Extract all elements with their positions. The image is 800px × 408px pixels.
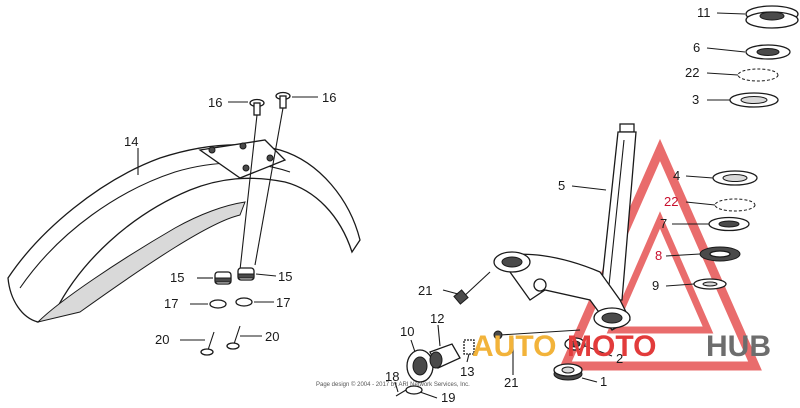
callout-2[interactable]: 2 xyxy=(616,351,623,366)
grommet-15-right xyxy=(237,267,255,281)
steering-stem xyxy=(599,123,637,301)
bolt-21-bottom xyxy=(493,329,581,340)
steel-balls-22-top xyxy=(737,68,779,82)
watermark-auto: AUTO xyxy=(472,330,556,363)
callout-4[interactable]: 4 xyxy=(673,168,680,183)
callout-20-left[interactable]: 20 xyxy=(155,332,169,347)
washer-19 xyxy=(405,385,423,395)
nut-2 xyxy=(564,337,586,351)
washer-17-right xyxy=(235,297,253,307)
callout-11[interactable]: 11 xyxy=(697,5,711,20)
dust-seal-8 xyxy=(699,246,741,262)
callout-22-top[interactable]: 22 xyxy=(685,65,699,80)
bolt-16-left xyxy=(239,98,265,271)
callout-12[interactable]: 12 xyxy=(430,311,444,326)
copyright-text: Page design © 2004 - 2017 by ARI Network… xyxy=(316,381,470,388)
callout-21-left[interactable]: 21 xyxy=(418,283,432,298)
fender-hole-2 xyxy=(239,142,247,150)
screw-18 xyxy=(395,389,407,397)
callout-16-left[interactable]: 16 xyxy=(208,95,222,110)
callout-9[interactable]: 9 xyxy=(652,278,659,293)
steel-balls-22-lower xyxy=(714,198,756,212)
fender-hole-4 xyxy=(242,164,250,172)
watermark-text: AUTO MOTO HUB xyxy=(472,330,771,363)
cap-12 xyxy=(429,343,461,369)
ball-race-3 xyxy=(729,92,779,108)
callout-19[interactable]: 19 xyxy=(441,390,455,405)
callout-8[interactable]: 8 xyxy=(655,248,662,263)
watermark-inner-triangle xyxy=(606,211,714,334)
watermark-hub: HUB xyxy=(706,330,771,363)
callout-10[interactable]: 10 xyxy=(400,324,414,339)
bolt-20-left xyxy=(200,331,215,356)
guide-10 xyxy=(406,349,434,383)
bolt-16-right xyxy=(254,91,291,266)
stem-nut-11 xyxy=(745,5,799,29)
bearing-cone-6 xyxy=(745,44,791,60)
callout-5[interactable]: 5 xyxy=(558,178,565,193)
bolt-20-right xyxy=(226,325,241,350)
callouts: 11 6 22 3 4 5 22 7 8 9 14 16 16 15 15 17… xyxy=(124,5,711,405)
ball-race-4 xyxy=(712,170,758,186)
fender-hole-3 xyxy=(266,154,274,162)
callout-6[interactable]: 6 xyxy=(693,40,700,55)
callout-13[interactable]: 13 xyxy=(460,364,474,379)
fender-body xyxy=(7,144,361,323)
callout-20-right[interactable]: 20 xyxy=(265,329,279,344)
leader-lines xyxy=(137,12,746,399)
callout-3[interactable]: 3 xyxy=(692,92,699,107)
watermark-moto: MOTO xyxy=(567,330,656,363)
washer-9 xyxy=(693,278,727,290)
callout-14[interactable]: 14 xyxy=(124,134,138,149)
front-fender xyxy=(7,139,361,323)
callout-17-right[interactable]: 17 xyxy=(276,295,290,310)
callout-21-bottom[interactable]: 21 xyxy=(504,375,518,390)
callout-22-lower[interactable]: 22 xyxy=(664,194,678,209)
callout-7[interactable]: 7 xyxy=(660,216,667,231)
bearing-cone-7 xyxy=(708,216,750,232)
callout-18[interactable]: 18 xyxy=(385,369,399,384)
callout-16-right[interactable]: 16 xyxy=(322,90,336,105)
washer-17-left xyxy=(209,299,227,309)
fender-shadow xyxy=(36,201,246,323)
callout-1[interactable]: 1 xyxy=(600,374,607,389)
collar-1 xyxy=(553,363,583,381)
fender-hole-1 xyxy=(208,146,216,154)
bottom-bridge xyxy=(493,251,631,331)
callout-17-left[interactable]: 17 xyxy=(164,296,178,311)
grommet-15-left xyxy=(214,271,232,285)
bolt-21-left xyxy=(453,271,491,305)
callout-15-left[interactable]: 15 xyxy=(170,270,184,285)
callout-15-right[interactable]: 15 xyxy=(278,269,292,284)
